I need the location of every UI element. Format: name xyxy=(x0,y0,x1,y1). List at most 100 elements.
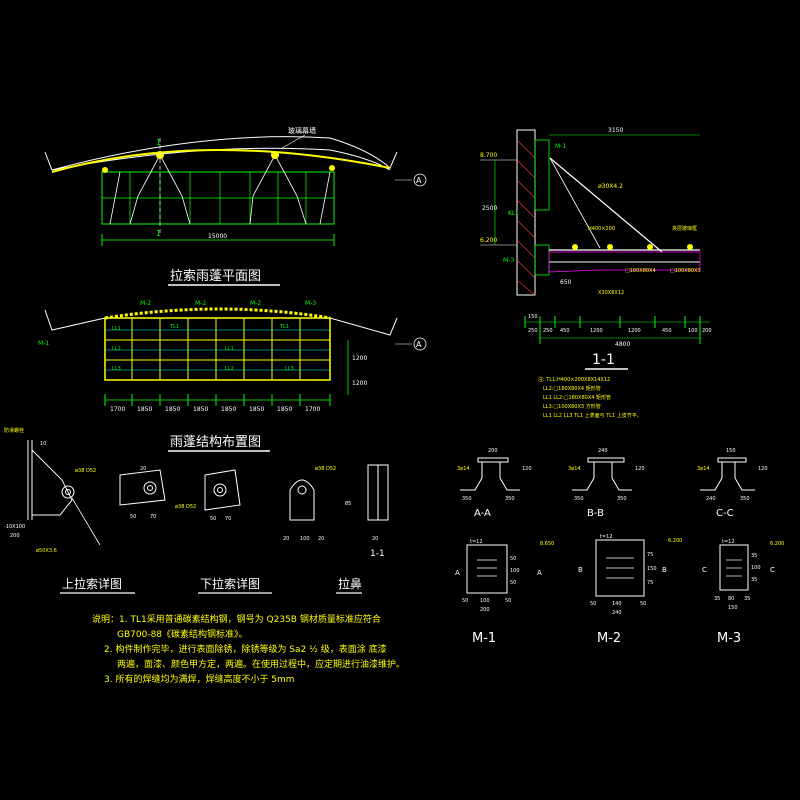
plate-dim: 50 xyxy=(640,601,646,607)
bb-dim: 350 xyxy=(617,496,627,502)
span-dim: 1700 xyxy=(305,406,320,413)
beam-label: LL3 xyxy=(112,366,121,372)
lug-dim: 100 xyxy=(300,536,310,542)
cut-letter: A xyxy=(455,569,460,577)
section-note: LL3:□100X80X3 方形管 xyxy=(543,403,601,410)
side-dim: 120 xyxy=(522,466,532,472)
side-dim: 1200 xyxy=(352,355,367,362)
section-bb: 240 350 350 3ø14 120 B-B xyxy=(568,448,645,519)
cc-dim: 350 xyxy=(740,496,750,502)
bb-title: B-B xyxy=(587,508,604,519)
m3-title: M-3 xyxy=(717,631,741,646)
member-label: X30X8X12 xyxy=(598,290,624,296)
plate-dim: 75 xyxy=(647,580,653,586)
side-dim: 1200 xyxy=(352,380,367,387)
side-dim: 120 xyxy=(758,466,768,472)
plate-total: 240 xyxy=(612,610,622,616)
plate-dim: 150 xyxy=(647,566,657,572)
bottom-dim: 250 xyxy=(543,328,553,334)
aa-dim: 350 xyxy=(462,496,472,502)
bottom-dim: 450 xyxy=(560,328,570,334)
aa-dim: 350 xyxy=(505,496,515,502)
weld-mark: 3ø14 xyxy=(457,466,470,472)
member-label: □180X80X4 xyxy=(625,268,656,274)
cut-letter: C xyxy=(770,566,775,574)
plate-dim: 50 xyxy=(510,580,516,586)
section-1-1: 8.700 6.200 2500 3150 M-1 M-3 KL1 ø30X4.… xyxy=(480,127,712,419)
canopy-plan: 1 1 玻璃幕墙 15000 A 拉索雨蓬平面图 xyxy=(44,126,427,286)
beam-label: LL1 xyxy=(225,346,234,352)
plate-total: 200 xyxy=(480,607,490,613)
cc-dim: 150 xyxy=(726,448,736,454)
cut-letter: C xyxy=(702,566,707,574)
general-notes: 说明：1. TL1采用普通碳素结构钢，钢号为 Q235B 钢材质量标准应符合 G… xyxy=(92,613,405,685)
detail-label: 20 xyxy=(140,466,146,472)
plan-title: 拉索雨蓬平面图 xyxy=(170,269,261,284)
tag-m2: M-2 xyxy=(250,300,261,307)
plate-m3: t=12 6.200 C C 35 100 35 35 80 35 150 M-… xyxy=(702,539,784,646)
lug-dim: 85 xyxy=(345,501,351,507)
plate-dim: 100 xyxy=(480,598,490,604)
bb-dim: 350 xyxy=(574,496,584,502)
kl-label: KL1 xyxy=(508,210,519,217)
section-title: 1-1 xyxy=(592,352,615,368)
plate-thickness: t=12 xyxy=(722,539,735,545)
plate-dim: 50 xyxy=(462,598,468,604)
small-section-title: 1-1 xyxy=(370,549,385,559)
weld-mark: 3ø14 xyxy=(568,466,581,472)
upper-detail-title: 上拉索详图 xyxy=(62,576,122,591)
m1-title: M-1 xyxy=(472,631,496,646)
detail-label: 200 xyxy=(10,533,20,539)
axis-a: A xyxy=(416,340,422,349)
plate-dim: 35 xyxy=(751,553,757,559)
span-dim: 1850 xyxy=(165,406,180,413)
lug-title: 拉鼻 xyxy=(338,576,362,591)
plate-dim: 140 xyxy=(612,601,622,607)
side-dim: 120 xyxy=(635,466,645,472)
cc-dim: 240 xyxy=(706,496,716,502)
plate-dim: 35 xyxy=(744,596,750,602)
detail-label: ø38 D52 xyxy=(75,468,96,474)
beam-label: LL3 xyxy=(285,366,294,372)
section-note: LL1 LL2:□180X80X4 矩形管 xyxy=(543,394,611,401)
span-dim: 1850 xyxy=(221,406,236,413)
bottom-dim: 1200 xyxy=(590,328,603,334)
lug-dim: 20 xyxy=(318,536,324,542)
total-dim: 4800 xyxy=(615,341,630,348)
lug-dim: 20 xyxy=(283,536,289,542)
structure-title: 雨蓬结构布置图 xyxy=(170,435,261,450)
span-dim: 1850 xyxy=(193,406,208,413)
bottom-dim: 100 xyxy=(688,328,698,334)
member-label: 夹层玻璃框 xyxy=(672,225,697,232)
lower-detail-title: 下拉索详图 xyxy=(200,576,260,591)
member-label: H400×200 xyxy=(588,226,615,232)
lower-cable-detail: 20 ø38 D52 50 70 50 70 下拉索详图 xyxy=(119,466,272,594)
cut-letter: A xyxy=(537,569,542,577)
span-dim: 1850 xyxy=(277,406,292,413)
plate-thickness: t=12 xyxy=(470,539,483,545)
tag-m3: M-3 xyxy=(503,257,514,264)
cut-mark: 1 xyxy=(156,229,161,238)
plan-total-dim: 15000 xyxy=(208,233,227,240)
tag-m3: M-3 xyxy=(305,300,316,307)
bottom-dim: 250 xyxy=(528,328,538,334)
section-cc: 150 240 350 3ø14 120 C-C xyxy=(697,448,768,519)
section-aa: 200 350 350 3ø14 120 A-A xyxy=(457,448,532,519)
bottom-dim: 200 xyxy=(702,328,712,334)
rod-label: ø30X4.2 xyxy=(598,183,623,190)
elev-top: 8.700 xyxy=(480,152,497,159)
plate-dim: 100 xyxy=(510,568,520,574)
span-dim: 1700 xyxy=(110,406,125,413)
tag-m2: M-2 xyxy=(195,300,206,307)
cc-title: C-C xyxy=(716,508,734,519)
beam-label: LL1 xyxy=(112,326,121,332)
plate-elev: 6.200 xyxy=(668,538,682,544)
section-note: LL2:□180X80X4 矩形管 xyxy=(543,385,601,392)
beam-label: LL2 xyxy=(112,346,121,352)
detail-label: ø50X3.6 xyxy=(36,548,57,554)
aa-dim: 200 xyxy=(488,448,498,454)
plate-dim: 50 xyxy=(510,556,516,562)
plate-m1: t=12 8.650 A A 50 100 50 50 100 50 200 M… xyxy=(455,539,554,646)
detail-label: 70 xyxy=(150,514,156,520)
detail-label: ø38 D52 xyxy=(315,466,336,472)
